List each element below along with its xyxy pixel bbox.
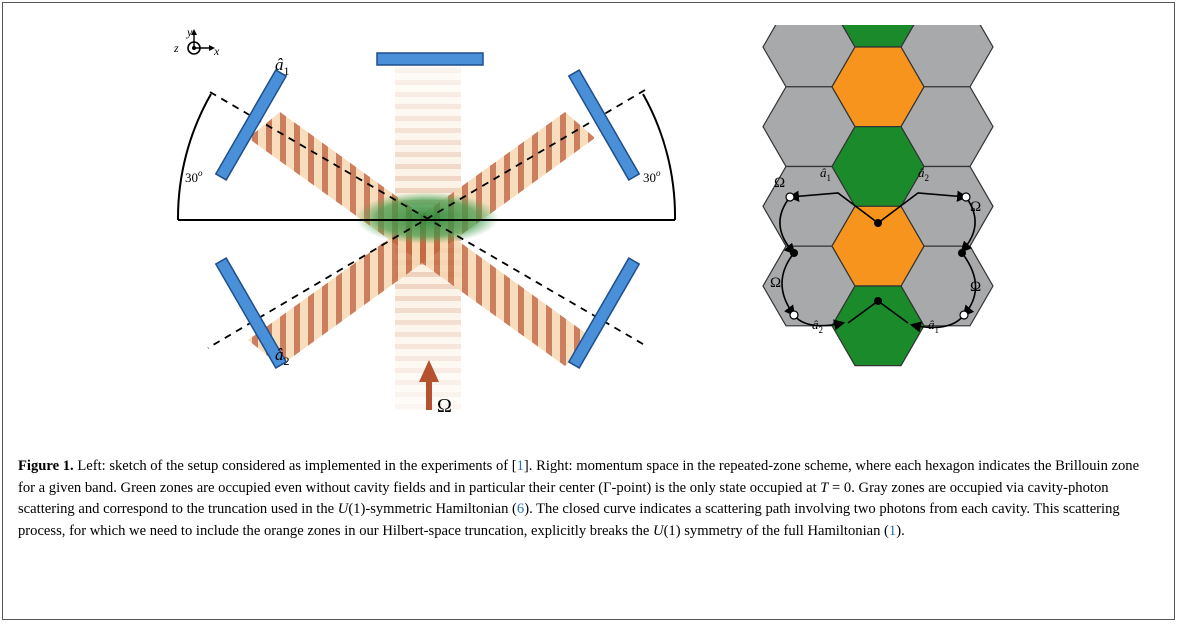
top-mirror [376,52,484,66]
path-nodes [785,192,971,320]
equation-link[interactable]: 1 [888,522,897,539]
pump-arrow-icon [419,360,439,410]
zone-green-4 [831,285,925,367]
equation-link[interactable]: 6 [516,501,525,517]
label-a2-bottom: â2 [812,317,823,335]
omega-label-2: Ω [970,199,981,215]
cavity-label-a1: â1 [275,55,290,78]
omega-label-4: Ω [970,279,981,295]
setup-sketch: y z x 30o 30o â1 â2 Ω [173,25,677,417]
label-a1-bottom: â1 [928,317,939,335]
hexagon-grid [762,25,994,367]
omega-label-1: Ω [774,175,785,191]
cavity-label-a2: â2 [275,345,290,368]
angle-arc-right [642,93,677,221]
angle-right-label: 30o [643,168,661,185]
axis-x-label: x [213,44,220,58]
axis-z-label: z [173,41,179,55]
coordinate-axes: y z x [173,25,220,58]
citation-link[interactable]: 1 [516,458,524,474]
cavity-axis-1 [209,91,649,348]
mirror-lower-right [567,257,641,369]
mirror-upper-left [214,69,288,181]
label-a2-top: â2 [918,165,929,183]
mirror-upper-right [567,69,641,181]
omega-label-3: Ω [770,275,781,291]
figure-caption: Figure 1. Left: sketch of the setup cons… [18,458,1140,539]
cavity-axis-2 [207,89,646,349]
caption-label: Figure 1. [18,458,74,474]
label-a1-top: â1 [820,165,831,183]
mirror-lower-left [214,257,288,369]
brillouin-zone-diagram: â1 â2 â2 â1 Ω Ω Ω Ω [762,25,994,367]
angle-arc-left [176,93,212,221]
axis-y-label: y [186,25,193,39]
angle-left-label: 30o [185,168,203,185]
pump-omega-label: Ω [437,395,452,417]
